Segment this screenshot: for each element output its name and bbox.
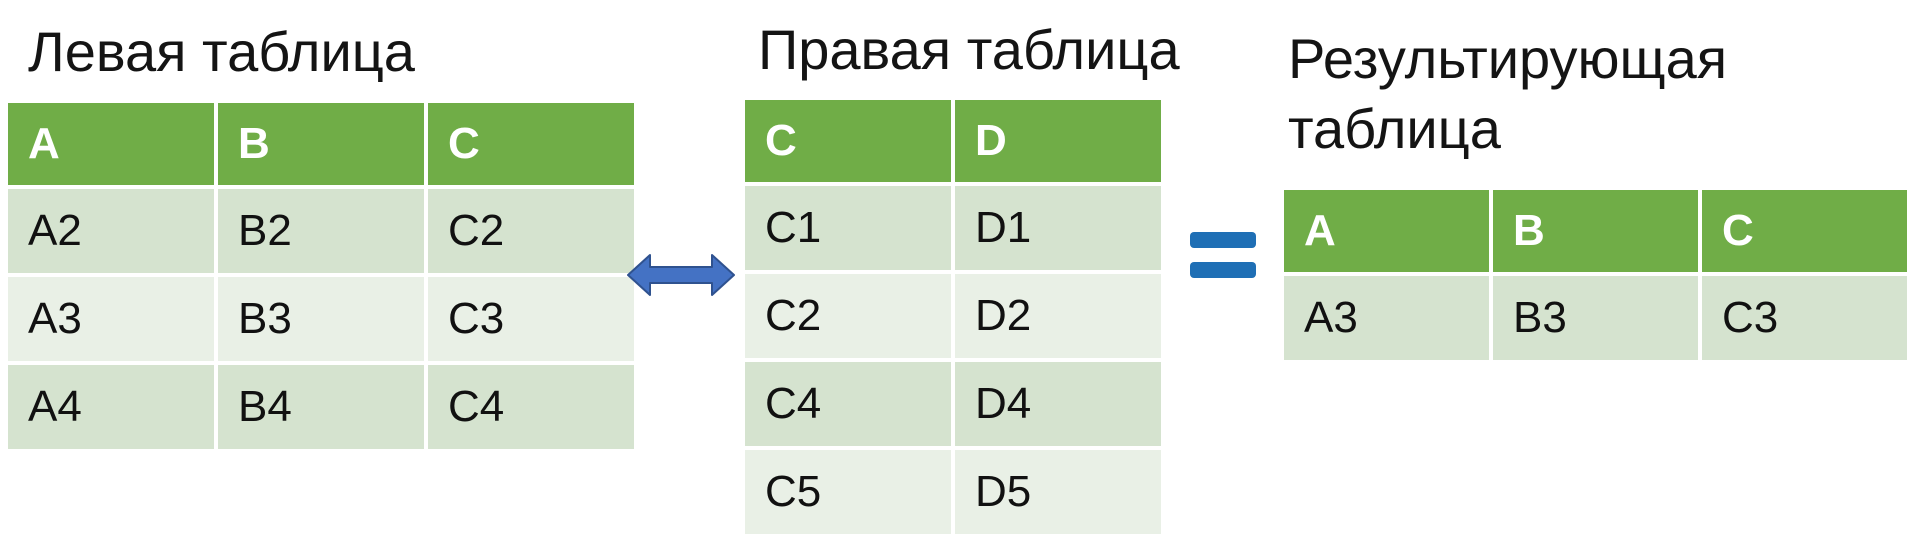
table-row: C1 D1 bbox=[745, 186, 1161, 270]
right-table-title: Правая таблица bbox=[758, 18, 1180, 81]
table-cell: C5 bbox=[745, 450, 951, 534]
table-cell: C3 bbox=[1702, 276, 1907, 360]
table-row: A3 B3 C3 bbox=[8, 277, 634, 361]
table-row: A4 B4 C4 bbox=[8, 365, 634, 449]
result-title-line: таблица bbox=[1288, 97, 1501, 160]
table-cell: D2 bbox=[955, 274, 1161, 358]
table-cell: C1 bbox=[745, 186, 951, 270]
result-header-cell: B bbox=[1493, 190, 1698, 272]
table-cell: A3 bbox=[1284, 276, 1489, 360]
table-cell: A2 bbox=[8, 189, 214, 273]
double-arrow-icon bbox=[627, 254, 735, 296]
table-cell: B2 bbox=[218, 189, 424, 273]
table-row: A3 B3 C3 bbox=[1284, 276, 1907, 360]
table-cell: A3 bbox=[8, 277, 214, 361]
result-header-cell: C bbox=[1702, 190, 1907, 272]
table-cell: A4 bbox=[8, 365, 214, 449]
table-row: C4 D4 bbox=[745, 362, 1161, 446]
table-row: C2 D2 bbox=[745, 274, 1161, 358]
table-cell: B3 bbox=[218, 277, 424, 361]
left-table: A B C A2 B2 C2 A3 B3 C3 A4 B4 C4 bbox=[4, 99, 638, 453]
table-cell: D1 bbox=[955, 186, 1161, 270]
table-cell: C2 bbox=[428, 189, 634, 273]
table-row: C5 D5 bbox=[745, 450, 1161, 534]
right-header-cell: D bbox=[955, 100, 1161, 182]
left-header-cell: A bbox=[8, 103, 214, 185]
right-table-header-row: C D bbox=[745, 100, 1161, 182]
right-header-cell: C bbox=[745, 100, 951, 182]
right-table: C D C1 D1 C2 D2 C4 D4 C5 D5 bbox=[741, 96, 1165, 538]
table-cell: C4 bbox=[745, 362, 951, 446]
left-header-cell: C bbox=[428, 103, 634, 185]
result-table-title: Результирующая таблица bbox=[1288, 24, 1727, 164]
left-table-header-row: A B C bbox=[8, 103, 634, 185]
table-row: A2 B2 C2 bbox=[8, 189, 634, 273]
table-cell: B4 bbox=[218, 365, 424, 449]
result-header-cell: A bbox=[1284, 190, 1489, 272]
result-table: A B C A3 B3 C3 bbox=[1280, 186, 1911, 364]
table-cell: C3 bbox=[428, 277, 634, 361]
left-table-title: Левая таблица bbox=[28, 20, 415, 83]
left-header-cell: B bbox=[218, 103, 424, 185]
table-cell: D4 bbox=[955, 362, 1161, 446]
table-cell: C2 bbox=[745, 274, 951, 358]
table-cell: D5 bbox=[955, 450, 1161, 534]
table-cell: B3 bbox=[1493, 276, 1698, 360]
result-table-header-row: A B C bbox=[1284, 190, 1907, 272]
result-title-line: Результирующая bbox=[1288, 27, 1728, 90]
equals-icon bbox=[1190, 232, 1256, 278]
table-cell: C4 bbox=[428, 365, 634, 449]
